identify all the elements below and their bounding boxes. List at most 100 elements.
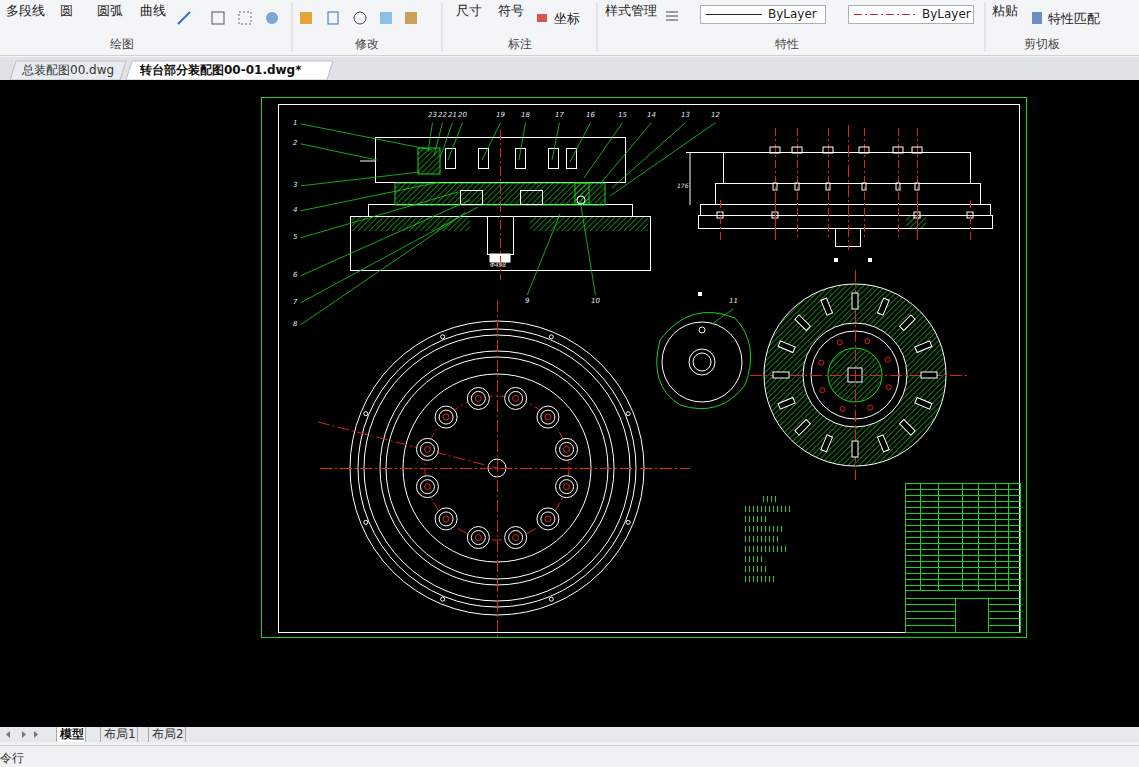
table-row xyxy=(905,611,955,612)
note-stroke xyxy=(785,546,786,552)
layout-tab: 模型 xyxy=(56,727,86,742)
callout-number: 15 xyxy=(618,112,627,120)
leader-line xyxy=(300,200,470,276)
bolt-head xyxy=(893,147,903,153)
note-stroke xyxy=(761,516,762,522)
command-prompt: 令行 xyxy=(0,752,24,765)
radial-slot xyxy=(915,341,932,353)
callout-number: 2 xyxy=(293,140,297,148)
radial-slot xyxy=(877,435,889,452)
mount-hole xyxy=(364,412,368,416)
bolt-head xyxy=(792,147,802,153)
bolt-inner xyxy=(471,391,485,405)
bolt-outer xyxy=(537,508,559,530)
leader-line xyxy=(519,123,525,160)
note-stroke xyxy=(771,496,772,502)
callout-number: 17 xyxy=(555,112,564,120)
plan-view xyxy=(318,300,690,640)
bolt-outer xyxy=(435,406,457,428)
title-block-rows xyxy=(905,483,1020,626)
note-stroke xyxy=(781,526,782,532)
center-line xyxy=(720,200,721,240)
note-stroke xyxy=(785,506,786,512)
leader-line xyxy=(527,214,560,295)
leader-line xyxy=(610,123,715,196)
bolt-outer xyxy=(537,406,559,428)
table-column xyxy=(1008,483,1009,590)
bolt-inner xyxy=(420,480,434,494)
note-stroke xyxy=(773,526,774,532)
note-stroke xyxy=(773,506,774,512)
ribbon-border xyxy=(0,55,1139,56)
leader-lines xyxy=(300,123,733,325)
table-column xyxy=(920,483,921,590)
callout-number: 7 xyxy=(293,299,297,307)
note-stroke xyxy=(765,566,766,572)
note-stroke xyxy=(757,536,758,542)
tool-label: 圆弧 xyxy=(97,4,123,18)
note-stroke xyxy=(745,506,746,512)
dimension-text: 176 xyxy=(677,183,688,190)
bolt-hole xyxy=(513,535,519,541)
section-view xyxy=(351,130,651,280)
pin xyxy=(795,183,799,190)
tool-label: 圆 xyxy=(60,4,73,18)
node-text: 布局2 xyxy=(152,727,184,741)
bolt-outer xyxy=(556,476,578,498)
technical-notes xyxy=(746,496,790,582)
callout-number: 8 xyxy=(293,321,297,329)
note-stroke xyxy=(749,566,750,572)
bolt-head xyxy=(912,147,922,153)
note-stroke xyxy=(749,526,750,532)
file-tab xyxy=(10,61,126,80)
ribbon xyxy=(0,0,1139,56)
bolt-outer xyxy=(556,438,578,460)
bolt-head xyxy=(770,147,780,153)
note-stroke xyxy=(765,546,766,552)
radial-slot xyxy=(852,293,858,309)
note-stroke xyxy=(765,506,766,512)
note-stroke xyxy=(745,566,746,572)
bolt-head xyxy=(823,147,833,153)
radial-slot xyxy=(852,441,858,457)
mount-hole xyxy=(441,335,445,339)
note-stroke xyxy=(757,506,758,512)
note-stroke xyxy=(749,506,750,512)
note-stroke xyxy=(761,546,762,552)
callout-number: 10 xyxy=(591,298,600,306)
disc-view-slots xyxy=(773,293,937,457)
pin xyxy=(896,183,900,190)
note-stroke xyxy=(769,506,770,512)
command-line-border xyxy=(0,745,1139,746)
bolt-outer xyxy=(505,387,527,409)
command-line xyxy=(0,742,1139,767)
detail-view xyxy=(657,292,751,409)
callout-number: 18 xyxy=(521,112,530,120)
leader-line xyxy=(300,172,420,186)
bolt-circle xyxy=(425,396,569,540)
table-row xyxy=(988,625,1020,626)
note-stroke xyxy=(763,496,764,502)
center-line xyxy=(828,128,829,240)
note-stroke xyxy=(765,536,766,542)
callout-number: 6 xyxy=(293,272,297,280)
pin xyxy=(773,183,777,190)
note-stroke xyxy=(753,536,754,542)
note-stroke xyxy=(765,576,766,582)
node-text: ByLayer xyxy=(768,7,817,21)
bolt-head xyxy=(859,147,869,153)
note-stroke xyxy=(753,576,754,582)
note-stroke xyxy=(777,546,778,552)
bolt-inner xyxy=(509,531,523,545)
note-stroke xyxy=(781,546,782,552)
note-stroke xyxy=(773,546,774,552)
note-stroke xyxy=(757,566,758,572)
small-hole xyxy=(819,360,824,365)
callout-number: 11 xyxy=(729,298,738,306)
leader-line xyxy=(300,212,466,325)
mount-hole xyxy=(549,597,553,601)
note-stroke xyxy=(761,576,762,582)
side-view xyxy=(686,152,993,247)
table-column xyxy=(938,483,939,590)
sheet-border xyxy=(262,98,1027,638)
